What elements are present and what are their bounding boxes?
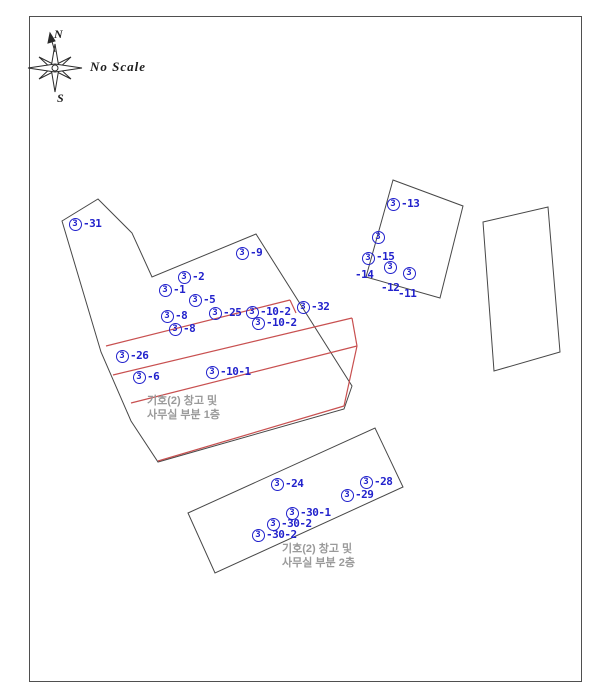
marker-label: -15 <box>376 250 395 263</box>
main-building-outline <box>61 198 353 463</box>
marker-circle: 3 <box>359 475 373 489</box>
far-right-building-outline <box>482 206 561 372</box>
marker-circle: 3 <box>205 365 219 379</box>
marker-circle: 3 <box>340 488 354 502</box>
marker-label: -5 <box>203 293 216 306</box>
marker-label: -28 <box>374 475 393 488</box>
marker-label: -8 <box>175 309 188 322</box>
marker-circle: 3 <box>371 230 385 244</box>
compass-north-label: N <box>54 27 63 41</box>
marker-circle: 3 <box>160 309 174 323</box>
marker-label: -10-1 <box>220 365 251 378</box>
marker-label: -12 <box>381 281 400 294</box>
area-label-line1: 기호(2) 창고 및 <box>147 395 218 407</box>
marker-circle: 3 <box>168 322 182 336</box>
marker-circle: 3 <box>235 246 249 260</box>
marker-circle: 3 <box>68 217 82 231</box>
marker-label: -8 <box>183 322 196 335</box>
marker-circle: 3 <box>296 300 310 314</box>
compass-south-label: S <box>57 91 64 105</box>
marker-circle: 3 <box>115 349 129 363</box>
marker-label: -30-1 <box>300 506 331 519</box>
marker-label: -30-2 <box>266 528 297 541</box>
marker-label: -2 <box>192 270 205 283</box>
fire-compartment-lines <box>105 299 358 462</box>
marker-circle: 3 <box>251 316 265 330</box>
marker-circle: 3 <box>188 293 202 307</box>
marker-label: -6 <box>147 370 160 383</box>
marker-circle: 3 <box>361 251 375 265</box>
marker-circle: 3 <box>208 306 222 320</box>
marker-label: -29 <box>355 488 374 501</box>
marker-label: -1 <box>173 283 186 296</box>
scale-note: No Scale <box>90 59 147 74</box>
marker-circle: 3 <box>158 283 172 297</box>
marker-circle: 3 <box>270 477 284 491</box>
marker-label: -9 <box>250 246 263 259</box>
marker-label: -24 <box>285 477 304 490</box>
marker-circle: 3 <box>383 260 397 274</box>
marker-label: -31 <box>83 217 102 230</box>
marker-circle: 3 <box>402 266 416 280</box>
marker-circle: 3 <box>285 506 299 520</box>
drawing-border <box>29 16 582 682</box>
marker-label: -10-2 <box>260 305 291 318</box>
marker-circle: 3 <box>386 197 400 211</box>
lower-building-outline <box>187 427 404 574</box>
marker-circle: 3 <box>245 305 259 319</box>
marker-circle: 3 <box>132 370 146 384</box>
marker-label: -26 <box>130 349 149 362</box>
marker-label: -11 <box>398 287 417 300</box>
area-label-line2: 사무실 부분 2층 <box>282 557 355 569</box>
compass-rose-icon <box>27 31 83 93</box>
upper-right-building-outline <box>365 179 464 299</box>
marker-label: -13 <box>401 197 420 210</box>
marker-label: -14 <box>355 268 374 281</box>
marker-label: -10-2 <box>266 316 297 329</box>
area-label-line2: 사무실 부분 1층 <box>147 409 220 421</box>
marker-label: -25 <box>223 306 242 319</box>
marker-circle: 3 <box>177 270 191 284</box>
marker-circle: 3 <box>266 517 280 531</box>
marker-circle: 3 <box>251 528 265 542</box>
area-label-line1: 기호(2) 창고 및 <box>282 543 353 555</box>
marker-label: -32 <box>311 300 330 313</box>
marker-label: -30-2 <box>281 517 312 530</box>
